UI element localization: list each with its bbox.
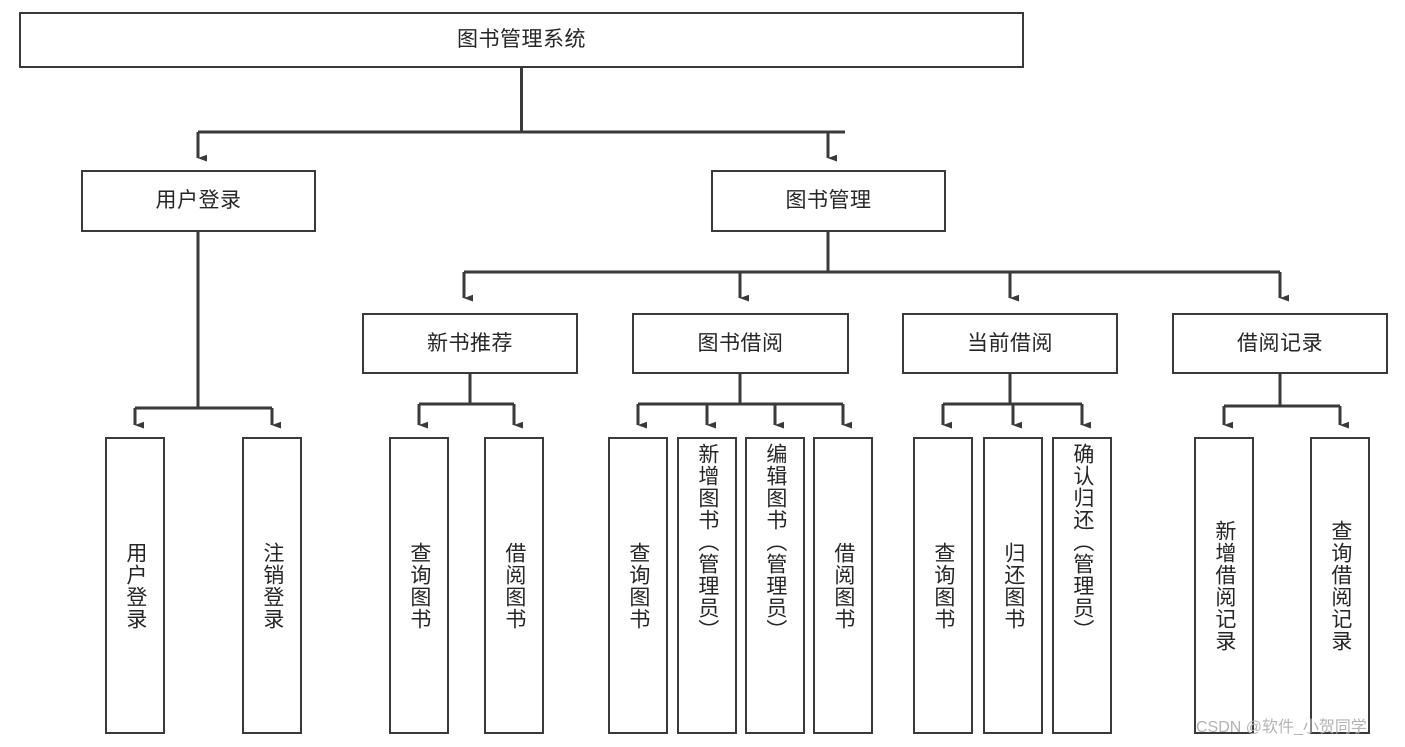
node-leaf-user-login[interactable]: 用户登录 — [105, 437, 165, 734]
node-label: 当前借阅 — [967, 331, 1053, 355]
node-leaf-add-book[interactable]: 新增图书（管理员） — [677, 437, 737, 734]
node-leaf-user-logout[interactable]: 注销登录 — [242, 437, 302, 734]
node-label: 查询借阅记录 — [1328, 519, 1352, 652]
node-label: 图书管理系统 — [457, 28, 586, 52]
node-root-system[interactable]: 图书管理系统 — [19, 12, 1024, 68]
node-leaf-query-book-2[interactable]: 查询图书 — [608, 437, 668, 734]
node-label: 归还图书 — [1001, 541, 1025, 630]
node-leaf-add-borrow-record[interactable]: 新增借阅记录 — [1194, 437, 1254, 734]
node-label: 新增图书（管理员） — [695, 443, 719, 641]
node-label: 借阅图书 — [502, 541, 526, 630]
node-label: 查询图书 — [626, 541, 650, 630]
node-label: 查询图书 — [407, 541, 431, 630]
node-leaf-query-borrow-record[interactable]: 查询借阅记录 — [1310, 437, 1370, 734]
node-user-login[interactable]: 用户登录 — [81, 170, 316, 232]
node-label: 图书借阅 — [697, 331, 784, 355]
node-label: 借阅图书 — [831, 541, 855, 630]
watermark-text: CSDN @软件_小贺同学 — [1196, 719, 1367, 736]
node-leaf-borrow-book-1[interactable]: 借阅图书 — [484, 437, 544, 734]
node-label: 借阅记录 — [1237, 331, 1323, 355]
node-label: 确认归还（管理员） — [1070, 443, 1094, 641]
node-book-borrow[interactable]: 图书借阅 — [632, 313, 849, 374]
node-current-borrow[interactable]: 当前借阅 — [902, 313, 1118, 374]
node-leaf-return-book[interactable]: 归还图书 — [983, 437, 1043, 734]
node-leaf-confirm-return[interactable]: 确认归还（管理员） — [1052, 437, 1112, 734]
node-label: 编辑图书（管理员） — [763, 443, 787, 641]
node-label: 新书推荐 — [427, 331, 513, 355]
node-book-manage[interactable]: 图书管理 — [711, 170, 946, 232]
node-leaf-query-book-1[interactable]: 查询图书 — [389, 437, 449, 734]
node-borrow-record[interactable]: 借阅记录 — [1172, 313, 1388, 374]
node-label: 用户登录 — [155, 189, 242, 213]
node-leaf-edit-book[interactable]: 编辑图书（管理员） — [745, 437, 805, 734]
node-leaf-query-book-3[interactable]: 查询图书 — [913, 437, 973, 734]
node-label: 注销登录 — [260, 541, 284, 630]
node-label: 用户登录 — [123, 541, 147, 630]
node-label: 新增借阅记录 — [1212, 519, 1236, 652]
node-label: 查询图书 — [931, 541, 955, 630]
node-new-book-recommend[interactable]: 新书推荐 — [362, 313, 578, 374]
node-label: 图书管理 — [785, 189, 872, 213]
node-leaf-borrow-book-2[interactable]: 借阅图书 — [813, 437, 873, 734]
